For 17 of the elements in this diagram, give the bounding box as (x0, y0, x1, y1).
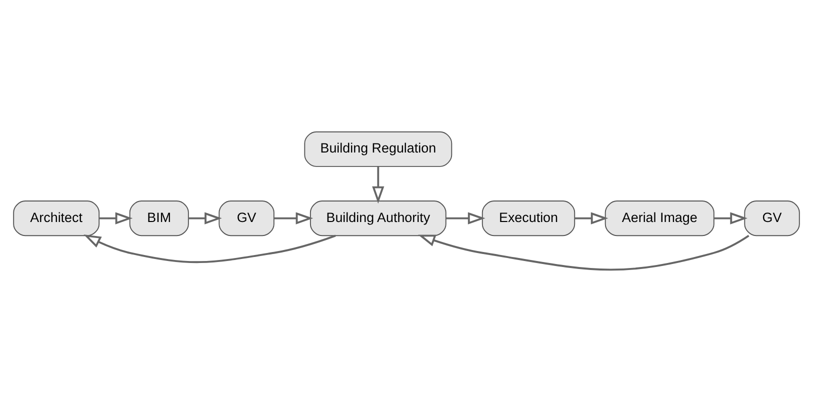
arrow (99, 212, 133, 224)
arrow (84, 234, 336, 263)
arrow (274, 212, 314, 224)
arrow (714, 212, 748, 224)
node-box: GV (744, 200, 800, 236)
arrow (372, 166, 384, 204)
node-box: BIM (129, 200, 189, 236)
arrow (446, 212, 486, 224)
arrow (418, 234, 750, 271)
node-box: Execution (482, 200, 576, 236)
node-box: Architect (13, 200, 100, 236)
arrow (188, 212, 222, 224)
node-box: Building Authority (310, 200, 446, 236)
arrow (574, 212, 608, 224)
node-box: Building Regulation (304, 131, 452, 167)
node-box: Aerial Image (604, 200, 714, 236)
node-box: GV (218, 200, 274, 236)
